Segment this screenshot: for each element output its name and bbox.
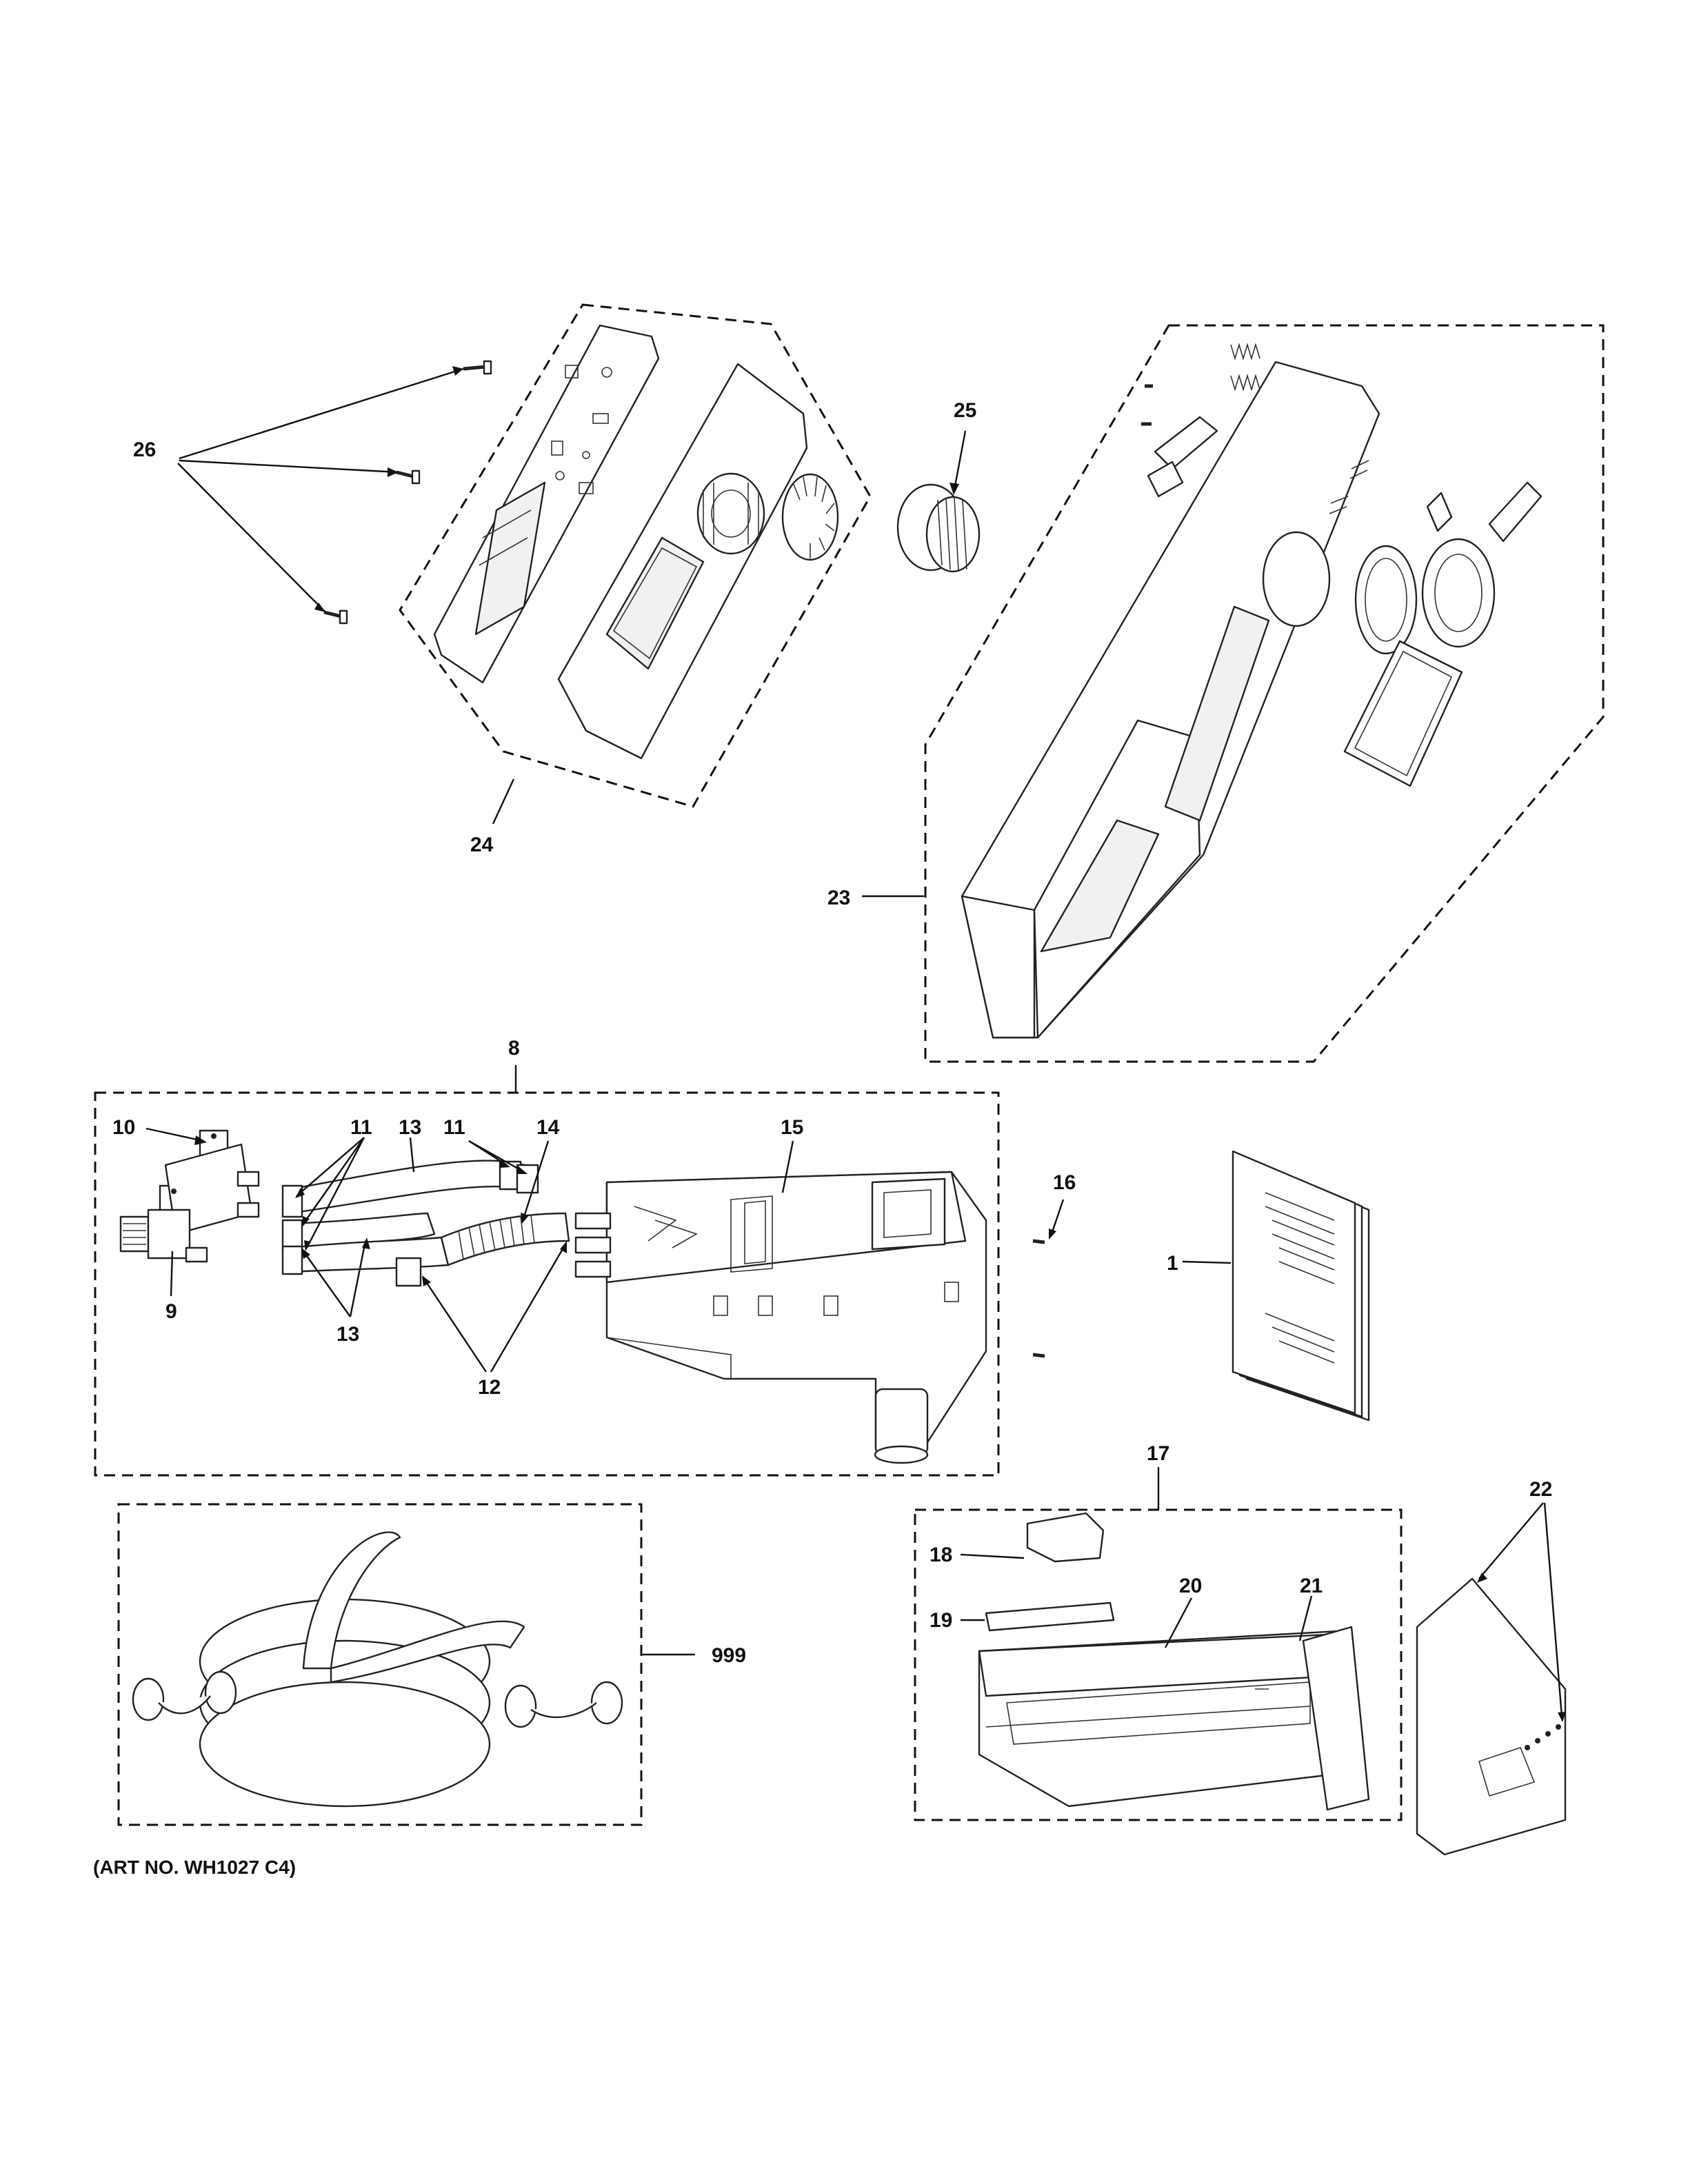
callout-15: 15 [781,1116,803,1139]
callout-18: 18 [930,1544,952,1566]
leader-lines [145,366,1566,1722]
callout-14: 14 [536,1116,560,1139]
assembly-8-dispenser [94,1091,1000,1477]
part-22-drawer-handle [1416,1577,1567,1856]
callout-24: 24 [470,833,494,856]
callout-11-right: 11 [443,1116,465,1139]
callout-13-top: 13 [399,1116,421,1139]
callout-10: 10 [112,1116,135,1139]
assembly-17-dispenser-drawer [914,1508,1403,1821]
part-16-screws [1032,1239,1045,1358]
assembly-24-control-board [323,303,872,808]
callout-labels: 26 25 24 23 8 10 11 13 11 14 15 16 1 9 1… [93,399,1552,1878]
callout-13-bottom: 13 [336,1323,359,1346]
callout-8: 8 [508,1037,520,1060]
part-9-10-water-valve [119,1129,260,1263]
art-number: (ART NO. WH1027 C4) [93,1857,296,1878]
callout-23: 23 [827,887,850,909]
callout-1: 1 [1167,1252,1178,1275]
callout-12: 12 [478,1376,501,1399]
callout-21: 21 [1300,1575,1323,1597]
part-11-13-hoses [281,1160,570,1287]
callout-999: 999 [712,1644,746,1667]
callout-22: 22 [1529,1478,1552,1501]
callout-11-left: 11 [350,1116,372,1139]
part-15-dispenser-housing [574,1171,987,1464]
callout-16: 16 [1053,1171,1076,1194]
part-999-inlet-hoses [117,1503,643,1826]
callout-9: 9 [165,1300,177,1323]
callout-20: 20 [1179,1575,1202,1597]
callout-17: 17 [1147,1442,1169,1465]
callout-25: 25 [954,399,976,422]
part-1-literature [1232,1150,1370,1422]
part-25-knob [896,483,981,573]
assembly-23-control-panel [924,324,1605,1063]
callout-26: 26 [133,438,156,461]
callout-19: 19 [930,1609,952,1632]
